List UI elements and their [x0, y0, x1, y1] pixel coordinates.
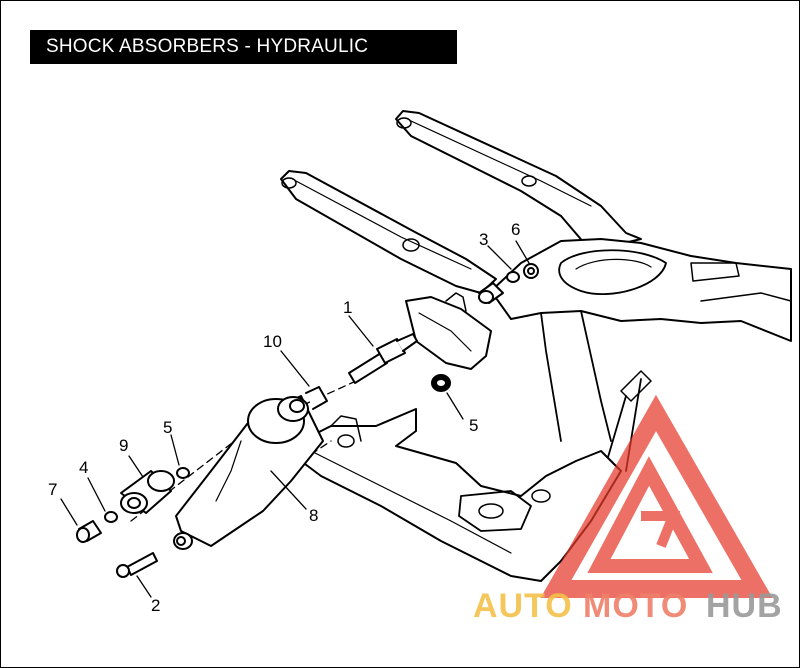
callout-9: 9 — [119, 436, 128, 455]
callout-8: 8 — [309, 506, 318, 525]
bushing-upper — [478, 282, 504, 304]
part-8-shock-absorber — [173, 386, 328, 550]
part-1-stud — [348, 333, 418, 384]
part-3-washer — [506, 271, 520, 283]
watermark-wordmark: AUTO MOTO HUB — [473, 587, 783, 625]
part-6-spacer — [523, 263, 539, 279]
callout-10: 10 — [263, 332, 282, 351]
frame-rail-lower — [280, 170, 497, 294]
callout-5-right: 5 — [469, 416, 478, 435]
callout-5-left: 5 — [163, 418, 172, 437]
frame-rail-upper — [395, 110, 642, 252]
part-4-washer — [104, 511, 118, 523]
watermark-logo — [540, 394, 773, 598]
part-2-bolt — [116, 552, 158, 578]
diagram-title: SHOCK ABSORBERS - HYDRAULIC — [30, 30, 457, 64]
frame-crossmember — [490, 238, 792, 342]
watermark-hub: HUB — [706, 587, 783, 625]
part-7-cap — [76, 520, 102, 543]
part-9-bushing — [120, 470, 175, 514]
swingarm — [300, 408, 622, 582]
part-5-washer — [176, 467, 190, 479]
callout-1: 1 — [343, 298, 352, 317]
callout-3: 3 — [479, 230, 488, 249]
callout-7: 7 — [48, 480, 57, 499]
callout-6: 6 — [511, 220, 520, 239]
upper-shock-mount — [405, 296, 492, 370]
watermark-moto: MOTO — [583, 587, 688, 625]
part-5-nut — [431, 374, 451, 392]
watermark-auto: AUTO — [473, 587, 573, 625]
callout-2: 2 — [151, 596, 160, 615]
callout-4: 4 — [79, 458, 88, 477]
